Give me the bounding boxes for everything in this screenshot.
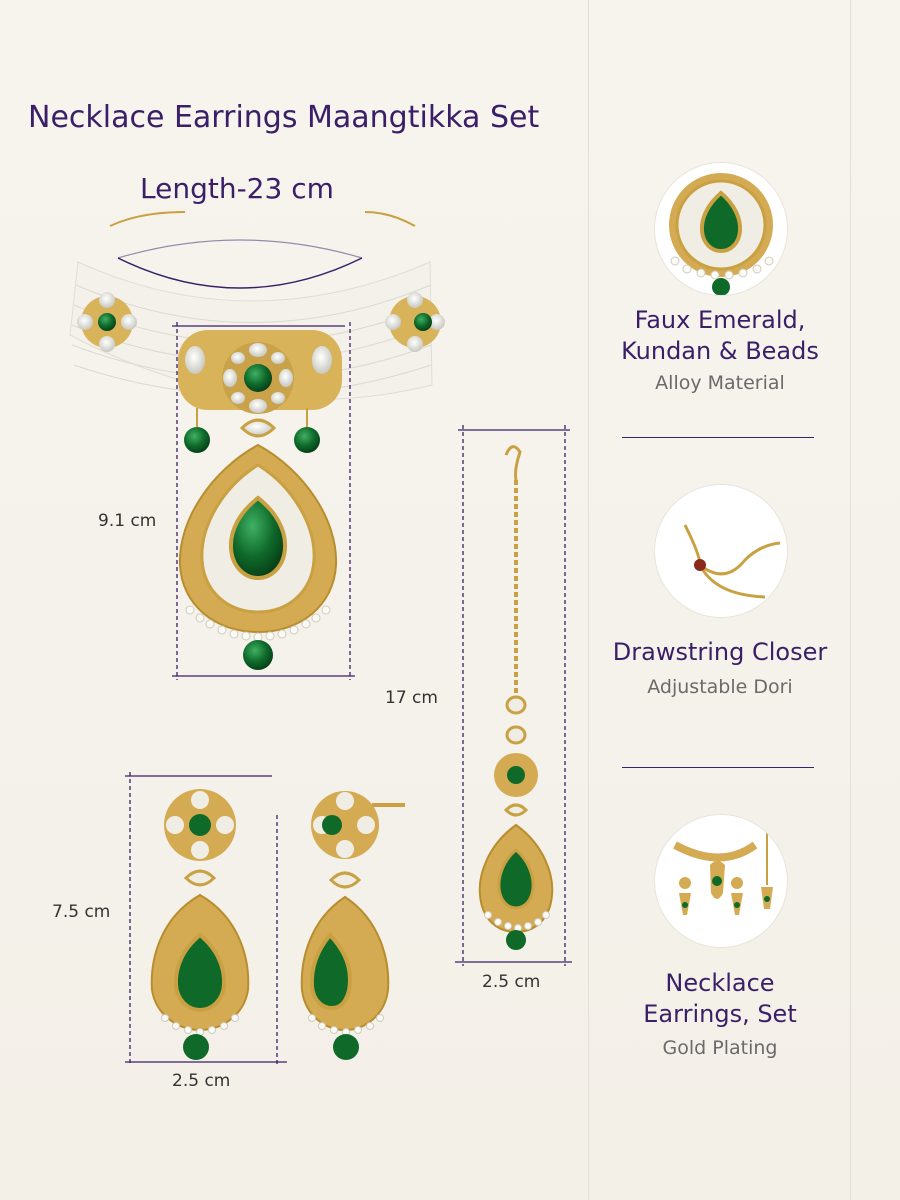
feature-2-title: Drawstring Closer bbox=[612, 638, 828, 666]
feature-1-title-line2: Kundan & Beads bbox=[621, 337, 819, 365]
earring-width-label: 2.5 cm bbox=[172, 1071, 231, 1091]
feature-3-subtitle: Gold Plating bbox=[662, 1037, 778, 1059]
feature-3-title-line1: Necklace bbox=[665, 969, 775, 997]
column-divider-right bbox=[850, 0, 851, 1200]
necklace-height-label: 9.1 cm bbox=[98, 511, 157, 531]
pendant-closeup-icon bbox=[654, 162, 788, 296]
necklace-image bbox=[69, 211, 445, 680]
feature-2-subtitle: Adjustable Dori bbox=[647, 676, 793, 698]
feature-divider-1 bbox=[622, 437, 814, 438]
tikka-length-label: 17 cm bbox=[385, 688, 438, 708]
earrings-image bbox=[125, 772, 405, 1066]
maangtikka-image bbox=[455, 425, 572, 966]
feature-1-subtitle: Alloy Material bbox=[655, 372, 785, 394]
column-divider-left bbox=[588, 0, 589, 1200]
page-title: Necklace Earrings Maangtikka Set bbox=[28, 100, 540, 135]
tikka-width-label: 2.5 cm bbox=[482, 972, 541, 992]
feature-1-title-line1: Faux Emerald, bbox=[634, 306, 806, 334]
length-label: Length-23 cm bbox=[140, 172, 334, 205]
feature-3-title-line2: Earrings, Set bbox=[643, 1000, 797, 1028]
earring-height-label: 7.5 cm bbox=[52, 902, 111, 922]
drawstring-icon bbox=[654, 484, 788, 618]
feature-divider-2 bbox=[622, 767, 814, 768]
jewellery-set-icon bbox=[654, 814, 788, 948]
